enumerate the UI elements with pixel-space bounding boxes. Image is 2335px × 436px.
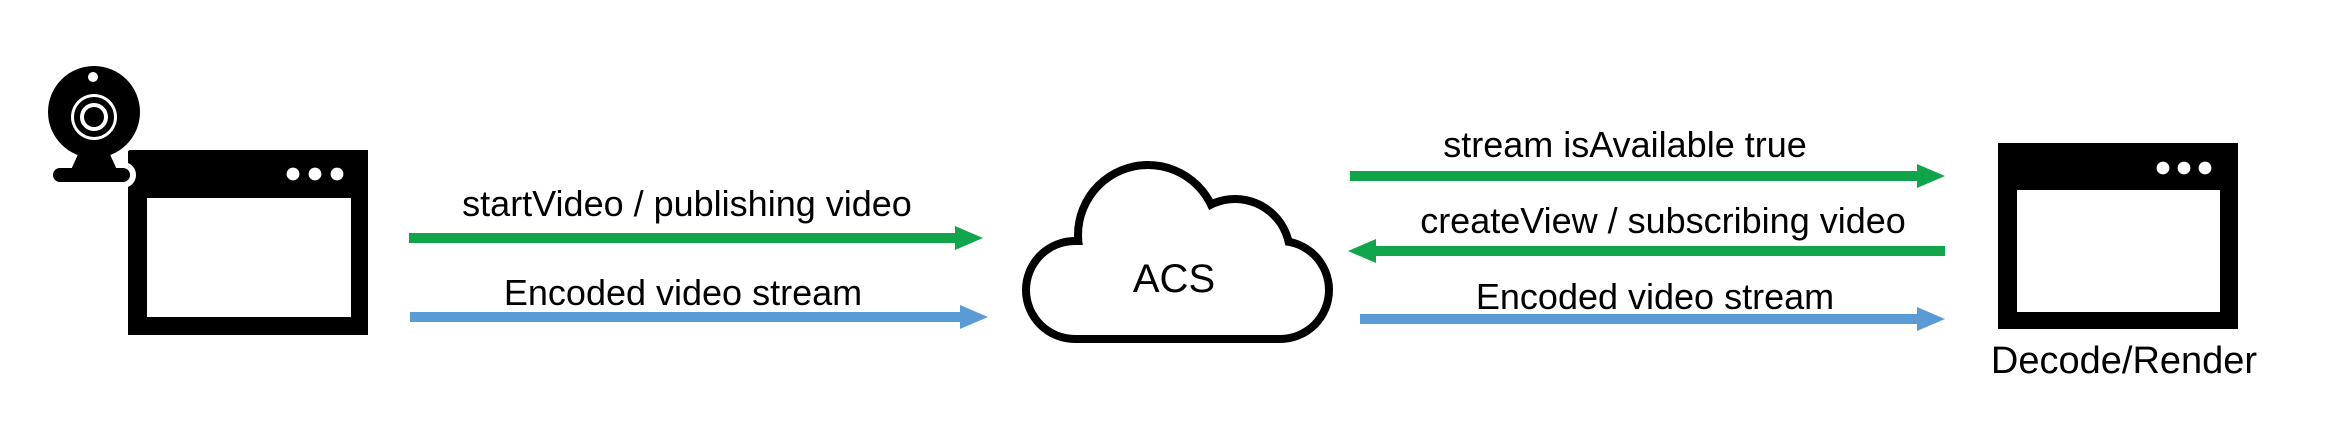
encoded-stream-right-label: Encoded video stream (1476, 276, 1834, 317)
window-content (2017, 190, 2220, 312)
create-view-label: createView / subscribing video (1420, 200, 1906, 241)
left-flow-encoded-stream: Encoded video stream (410, 272, 988, 329)
receiver-node: Decode/Render (1991, 143, 2258, 382)
webcam-lens-core (84, 107, 104, 127)
window-dots-icon (286, 167, 344, 181)
cloud-fill (1030, 169, 1325, 335)
browser-window-icon (1998, 143, 2238, 329)
window-content (147, 198, 351, 317)
encoded-stream-left-label: Encoded video stream (504, 272, 862, 313)
start-video-label: startVideo / publishing video (462, 183, 912, 224)
encoded-stream-right-arrow (1360, 307, 1945, 331)
acs-label: ACS (1133, 257, 1215, 301)
webcam-indicator-dot (88, 72, 98, 82)
acs-cloud: ACS (1022, 161, 1333, 343)
stream-available-label: stream isAvailable true (1443, 124, 1807, 165)
window-dots-icon (2156, 161, 2212, 175)
right-flow-stream-available: stream isAvailable true (1350, 124, 1945, 188)
left-flow-start-video: startVideo / publishing video (409, 183, 983, 250)
webcam-icon (42, 60, 146, 188)
stream-available-arrow (1350, 164, 1945, 188)
browser-window-icon (128, 150, 368, 335)
right-flow-encoded-stream: Encoded video stream (1360, 276, 1945, 331)
decode-render-label: Decode/Render (1991, 340, 2258, 382)
right-flow-create-view: createView / subscribing video (1348, 200, 1945, 263)
encoded-stream-left-arrow (410, 305, 988, 329)
webcam-lens-ring (74, 97, 114, 137)
publisher-node (42, 60, 368, 335)
start-video-arrow (409, 226, 983, 250)
create-view-arrow (1348, 239, 1945, 263)
